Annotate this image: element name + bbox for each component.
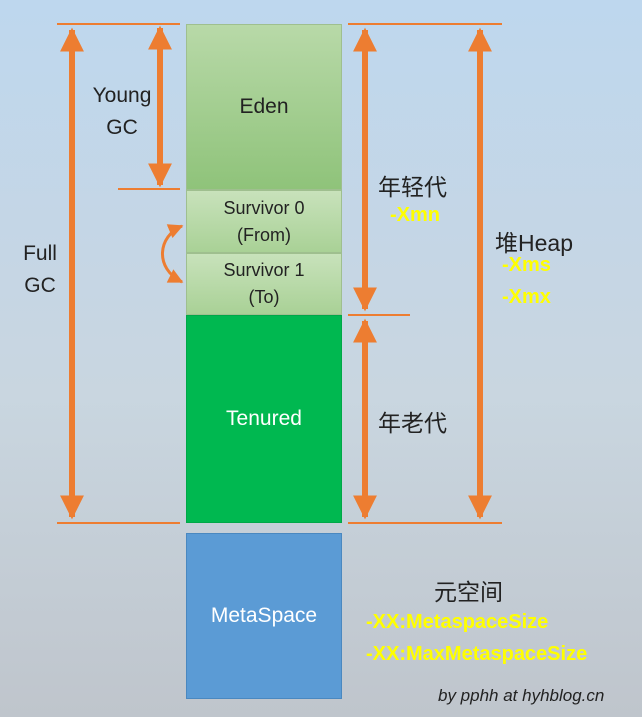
metaspace-cn-label: 元空间 bbox=[434, 579, 503, 605]
full-gc-label: Full GC bbox=[8, 238, 72, 302]
metaspace-size-param: -XX:MetaspaceSize bbox=[366, 611, 549, 633]
survivor1-sub: (To) bbox=[248, 287, 280, 307]
young-gc-line2: GC bbox=[106, 116, 138, 139]
full-gc-line2: GC bbox=[24, 274, 56, 297]
eden-label: Eden bbox=[239, 95, 289, 118]
xms-param: -Xms bbox=[502, 254, 551, 276]
survivor1-label: Survivor 1 bbox=[223, 260, 305, 280]
survivor-swap-arrow bbox=[161, 224, 184, 284]
metaspace-region: MetaSpace bbox=[186, 533, 342, 699]
metaspace-label: MetaSpace bbox=[210, 604, 318, 627]
tenured-region: Tenured bbox=[186, 315, 342, 523]
full-gc-line1: Full bbox=[23, 242, 57, 265]
heap-label: 堆Heap bbox=[495, 230, 573, 256]
xmx-param: -Xmx bbox=[502, 286, 551, 308]
survivor0-label: Survivor 0 bbox=[223, 197, 305, 218]
max-metaspace-size-param: -XX:MaxMetaspaceSize bbox=[366, 643, 588, 665]
young-gc-line1: Young bbox=[92, 84, 152, 107]
old-gen-label: 年老代 bbox=[378, 410, 447, 436]
survivor1-region: Survivor 1 (To) bbox=[186, 253, 342, 315]
eden-region: Eden bbox=[186, 24, 342, 190]
xmn-param: -Xmn bbox=[390, 204, 440, 226]
credit-text: by pphh at hyhblog.cn bbox=[438, 686, 605, 705]
survivor0-sub: (From) bbox=[237, 224, 291, 245]
young-gen-label: 年轻代 bbox=[378, 174, 447, 200]
survivor0-region: Survivor 0 (From) bbox=[186, 190, 342, 253]
young-gc-label: Young GC bbox=[82, 80, 162, 144]
tenured-label: Tenured bbox=[226, 407, 302, 430]
